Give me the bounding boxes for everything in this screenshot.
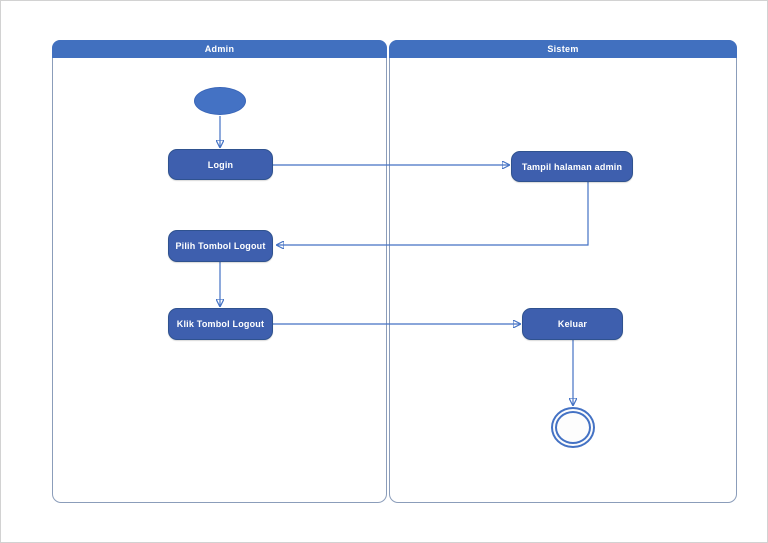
swimlane-sistem-header: Sistem — [389, 40, 737, 58]
activity-klik-tombol-logout: Klik Tombol Logout — [168, 308, 273, 340]
initial-node — [194, 87, 246, 115]
activity-keluar: Keluar — [522, 308, 623, 340]
swimlane-sistem-label: Sistem — [547, 44, 579, 54]
activity-tampil-halaman-admin: Tampil halaman admin — [511, 151, 633, 182]
swimlane-admin-header: Admin — [52, 40, 387, 58]
activity-login-label: Login — [207, 159, 234, 170]
activity-klik-tombol-logout-label: Klik Tombol Logout — [176, 319, 265, 329]
activity-login: Login — [168, 149, 273, 180]
swimlane-sistem: Sistem — [389, 40, 737, 503]
activity-keluar-label: Keluar — [557, 319, 588, 329]
swimlane-admin-label: Admin — [204, 44, 235, 54]
activity-pilih-tombol-logout: Pilih Tombol Logout — [168, 230, 273, 262]
final-node-inner-ring — [555, 411, 591, 444]
activity-pilih-tombol-logout-label: Pilih Tombol Logout — [175, 241, 266, 251]
activity-tampil-halaman-admin-label: Tampil halaman admin — [521, 161, 623, 172]
final-node — [551, 407, 595, 448]
